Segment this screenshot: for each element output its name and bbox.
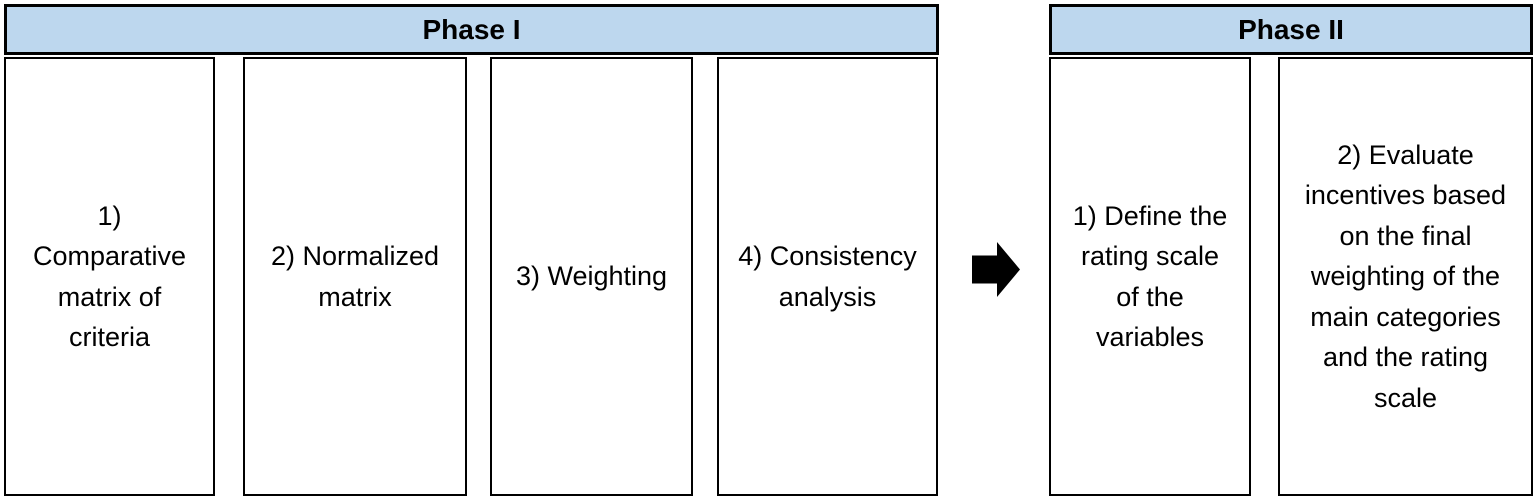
phase-2-header: Phase II — [1049, 4, 1533, 55]
phase-1-title: Phase I — [422, 13, 521, 45]
phase-1-step-2-box: 2) Normalized matrix — [243, 57, 467, 496]
phase-2-step-2-box: 2) Evaluate incentives based on the fina… — [1278, 57, 1533, 496]
phase-2-step-1-box: 1) Define the rating scale of the variab… — [1049, 57, 1251, 496]
phase-1-step-4-label: 4) Consistency analysis — [738, 241, 917, 312]
phase-transition-right-arrow-icon — [972, 242, 1020, 297]
phase-1-step-3-label: 3) Weighting — [515, 261, 668, 292]
phase-2-step-1-label: 1) Define the rating scale of the variab… — [1072, 200, 1228, 353]
phase-1-step-4-box: 4) Consistency analysis — [717, 57, 938, 496]
phase-1-step-1-box: 1) Comparative matrix of criteria — [4, 57, 215, 496]
phase-1-step-1-label: 1) Comparative matrix of criteria — [32, 200, 187, 353]
phase-2-step-2-label: 2) Evaluate incentives based on the fina… — [1304, 139, 1507, 413]
phase-1-header: Phase I — [4, 4, 939, 55]
phase-1-step-2-label: 2) Normalized matrix — [270, 241, 440, 312]
phase-1-step-3-box: 3) Weighting — [490, 57, 693, 496]
phase-2-title: Phase II — [1238, 13, 1344, 45]
